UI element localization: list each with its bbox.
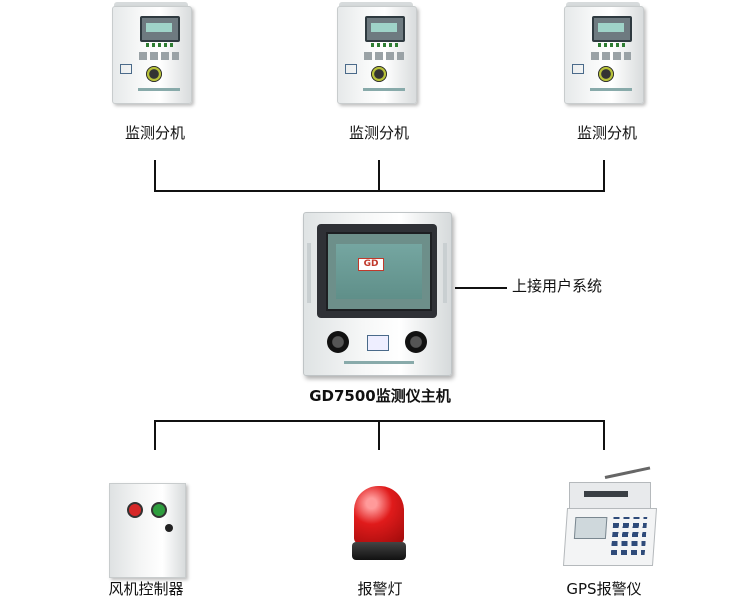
subunit-label-right: 监测分机: [576, 124, 637, 142]
top-connector-center: [378, 160, 380, 192]
bottom-connector-left: [154, 420, 156, 450]
alarm-beacon-icon: [350, 486, 408, 566]
host-title: GD7500监测仪主机: [309, 387, 451, 405]
top-connector-right: [603, 160, 605, 192]
uplink-label: 上接用户系统: [512, 277, 603, 295]
detector-subunit-left-icon: [112, 2, 192, 104]
detector-subunit-right-icon: [564, 2, 644, 104]
bottom-connector-center: [378, 420, 380, 450]
bottom-connector-right: [603, 420, 605, 450]
detector-subunit-center-icon: [337, 2, 417, 104]
subunit-label-left: 监测分机: [124, 124, 185, 142]
top-connector-bus: [154, 190, 605, 192]
fan-controller-label: 风机控制器: [108, 580, 184, 598]
monitor-host-icon: GD: [303, 212, 452, 376]
subunit-label-center: 监测分机: [348, 124, 409, 142]
fan-controller-icon: [109, 483, 186, 578]
top-connector-left: [154, 160, 156, 192]
alarm-light-label: 报警灯: [357, 580, 403, 598]
screen-logo: GD: [358, 258, 384, 271]
gps-alarm-label: GPS报警仪: [566, 580, 642, 598]
gps-alarm-icon: [562, 466, 658, 568]
uplink-line: [455, 287, 507, 289]
